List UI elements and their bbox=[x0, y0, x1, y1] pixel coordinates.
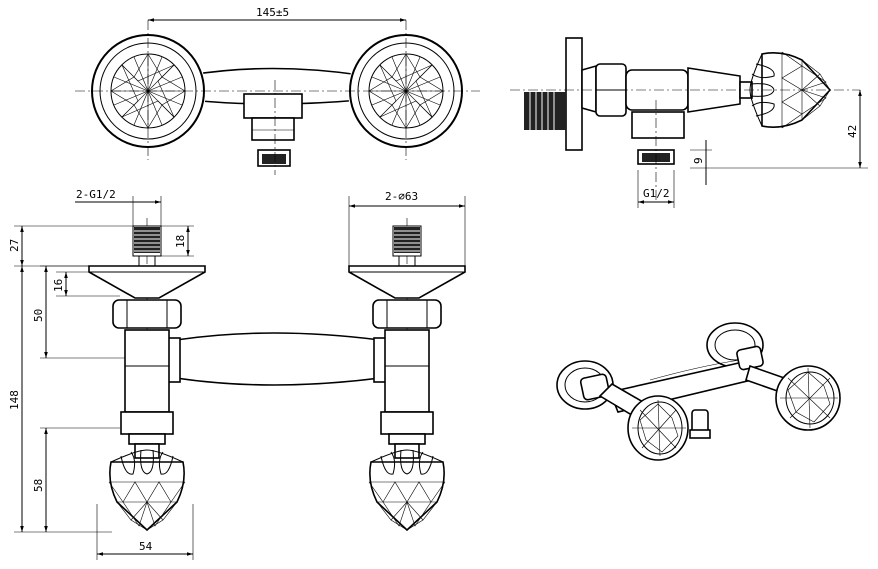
dim-side-thread: G1/2 bbox=[643, 187, 670, 200]
crystal-knob-iso-left bbox=[627, 395, 689, 461]
side-view: 42 9 G1/2 bbox=[510, 37, 868, 208]
crystal-knob-iso-right bbox=[775, 365, 841, 431]
front-view: 2-G1/2 2-∅63 18 27 16 50 148 58 bbox=[8, 188, 465, 560]
isometric-view bbox=[556, 322, 841, 461]
dim-front-handle-height: 58 bbox=[32, 479, 45, 492]
dim-top-width: 145±5 bbox=[256, 6, 289, 19]
dim-front-thread-len: 18 bbox=[174, 235, 187, 248]
crystal-knob-front-right bbox=[368, 449, 446, 531]
dim-front-inlets: 2-G1/2 bbox=[76, 188, 116, 201]
dim-front-flange-dia: 2-∅63 bbox=[385, 190, 418, 203]
dim-front-handle-width: 54 bbox=[139, 540, 153, 553]
crystal-knob-front-left bbox=[108, 449, 186, 531]
dim-front-flange-thk: 16 bbox=[52, 279, 65, 292]
top-view: 145±5 bbox=[75, 6, 480, 175]
dim-front-to-axis: 50 bbox=[32, 309, 45, 322]
dim-side-height: 42 bbox=[846, 125, 859, 138]
dim-front-total-height: 148 bbox=[8, 390, 21, 410]
dim-front-top: 27 bbox=[8, 239, 21, 252]
dim-side-gap: 9 bbox=[692, 157, 705, 164]
